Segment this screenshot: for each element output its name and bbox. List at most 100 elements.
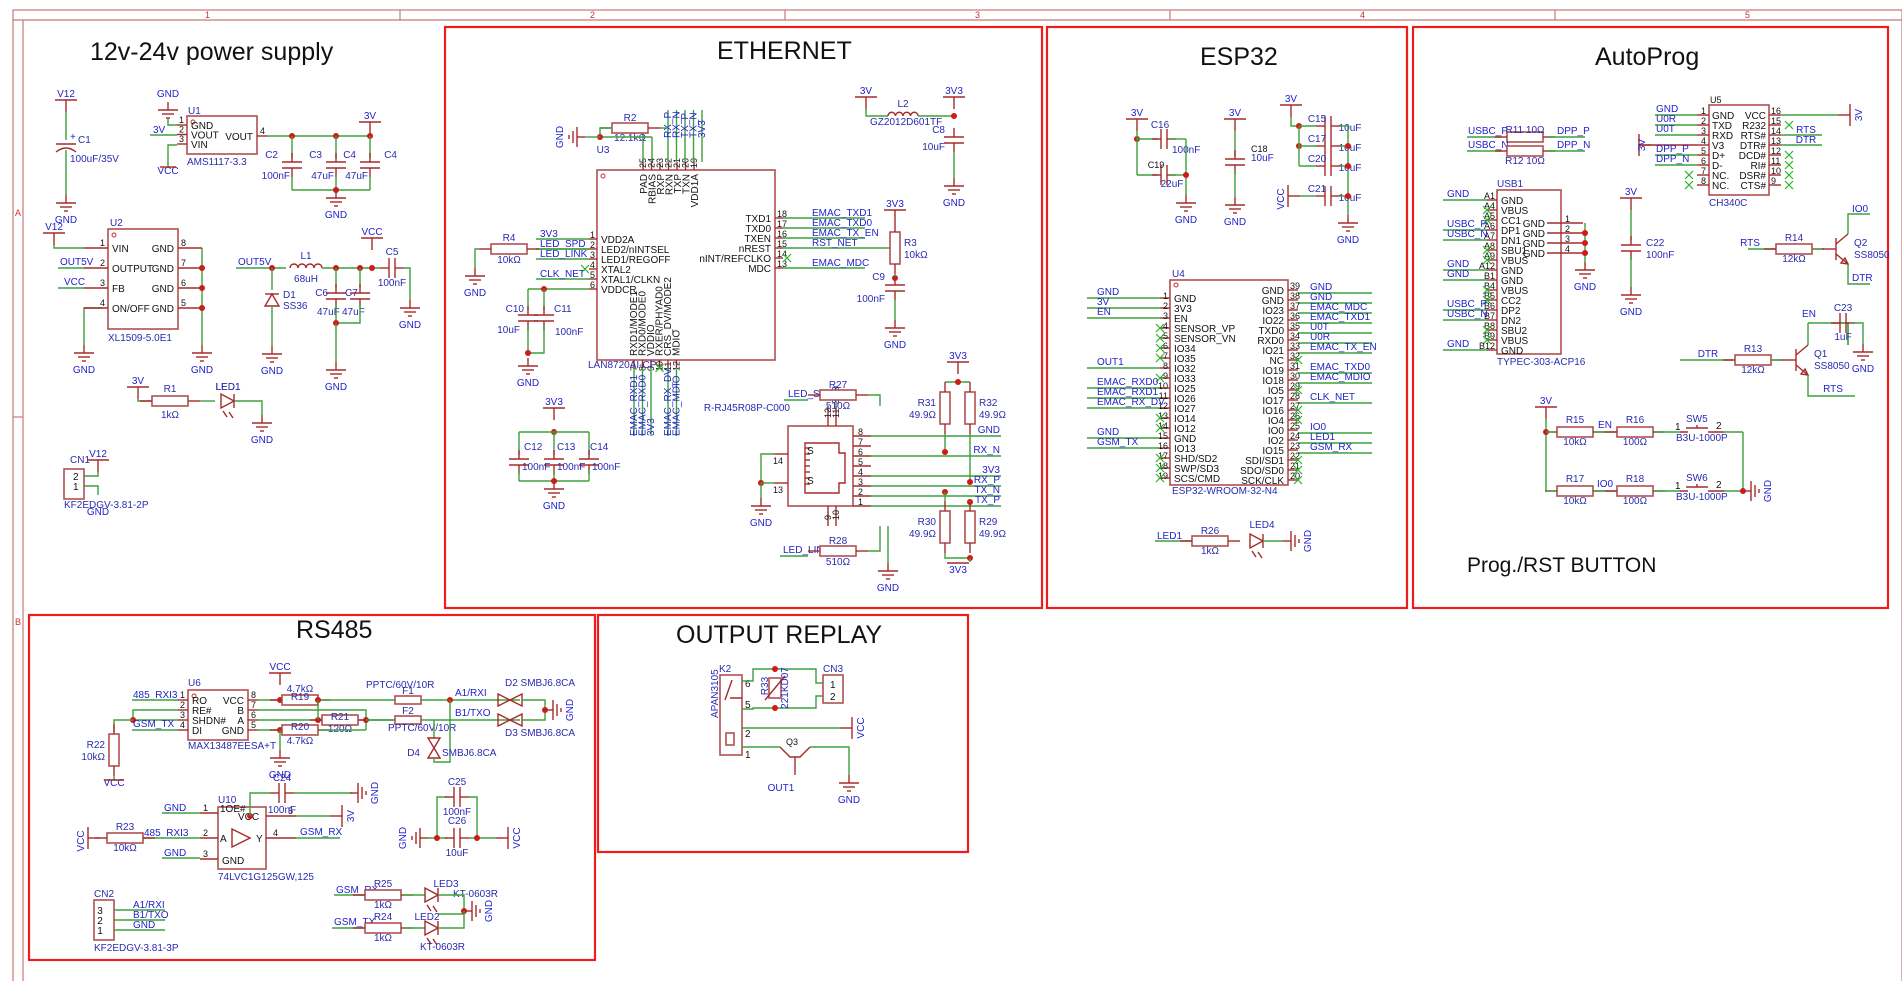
net-label: OUT5V [238,257,272,268]
ground-icon: GND [543,481,565,512]
pin-name: S [807,476,814,487]
net-label: USBC_P [1447,219,1487,230]
ground-label: GND [464,288,486,299]
power-flag-icon: VCC [76,827,100,852]
cap-value: 47uF [345,171,368,182]
pin-number: 7 [181,258,186,268]
pin-number: 2 [1163,301,1168,311]
pin-number: 3 [590,250,595,260]
ground-label: GND [1303,530,1314,552]
power-label: VCC [856,717,867,738]
no-connect-icon [1293,475,1303,485]
pin-name: DN2 [1501,316,1521,327]
zone-label-col: 5 [1745,10,1750,20]
net-label: GND [164,803,186,814]
relay-coil-icon [725,732,735,746]
resistor-value: 100Ω [1623,437,1648,448]
ic-ref: U4 [1172,269,1185,280]
pin-number: A1 [1484,191,1495,201]
pin-name: TXEN [744,234,771,245]
pin-name: S [807,446,814,457]
net-label: IO0 [1597,479,1614,490]
connector-body [63,468,85,500]
pin-number: 16 [1771,106,1781,116]
pin-number: 18 [777,209,787,219]
pin-number: 8 [1701,176,1706,186]
net-label: A1/RXI [455,688,487,699]
pin-number: 7 [858,437,863,447]
resistor-body [939,391,951,425]
resistor-ref: R19 [291,692,310,703]
buffer-icon [231,827,252,849]
no-connect-icon [1155,423,1165,433]
net-label: 3V [1637,139,1648,152]
pin-number: B4 [1484,281,1495,291]
connector-cn3-body [822,674,844,704]
cap-value: 100nF [522,462,550,473]
junction-dot [1345,163,1351,169]
junction-dot [474,835,480,841]
cap-ref: C2 [265,150,278,161]
switch-ref: SW6 [1686,473,1708,484]
resistor-body [1616,426,1654,438]
ground-icon: GND [877,563,899,594]
pin-number: 10 [1771,166,1781,176]
pin-name: DCD# [1739,151,1767,162]
net-label: DPP_N [1656,154,1689,165]
pin-name: GND [152,264,174,275]
pin-number: 5 [1163,331,1168,341]
pin-number: 16 [777,229,787,239]
wire [474,248,479,268]
net-label: GND [133,920,155,931]
ground-label: GND [261,366,283,377]
ic-part: LAN8720AI-CP [588,360,657,371]
junction-dot [967,479,973,485]
power-label: 3V3 [545,397,563,408]
pin-name: GND [1523,219,1545,230]
pin-name: CTS# [1740,181,1766,192]
wire [1847,213,1870,234]
pin-name: RXD [1712,131,1733,142]
led-icon [1249,532,1265,559]
ground-label: GND [1620,307,1642,318]
pin-number: 20 [681,158,691,168]
wire [1852,322,1864,344]
ground-icon: GND [399,300,421,331]
pin-number: 2 [1701,116,1706,126]
pin-name: GND [152,244,174,255]
wire [167,118,177,126]
power-flag-icon: 3V [127,376,149,399]
pin-number: 6 [1163,341,1168,351]
transistor-arrow [1799,367,1810,376]
pin-name: SENSOR_VP [1174,324,1235,335]
zone-label-row: B [15,617,21,627]
connector-part: KF2EDGV-3.81-3P [94,943,179,954]
pin-number: A12 [1479,261,1495,271]
pin-number: 34 [1290,331,1300,341]
resistor-body [1616,485,1654,497]
pin-name: GND [1262,286,1284,297]
pin-name: VDD1A [690,174,701,208]
pin-number: 4 [1565,244,1570,254]
diode-icon [263,292,281,307]
junction-dot [951,113,957,119]
no-connect-icon [1155,333,1165,343]
pin-number: B1 [1484,271,1495,281]
ground-label: GND [750,518,772,529]
pin-number: 23 [1290,441,1300,451]
pin-number: 4 [100,298,105,308]
net-label: U0R [1310,332,1330,343]
section-relay-box [596,613,970,854]
resistor-value: 10kΩ [497,255,521,266]
pin-name: TXD1 [745,214,771,225]
usb-c-connector-body [1496,189,1562,355]
pin-name: EN [1174,314,1188,325]
pin-number: 14 [773,456,783,466]
